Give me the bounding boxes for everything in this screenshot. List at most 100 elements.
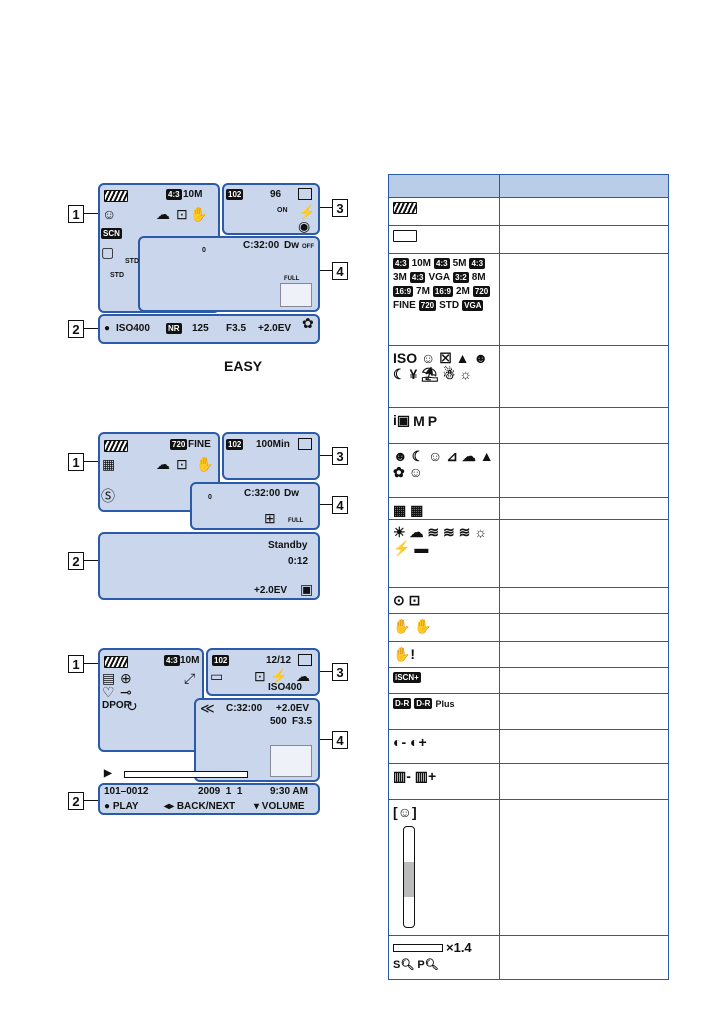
size-prefix: 4:3 <box>166 189 182 200</box>
iauto-icon: i▣ <box>393 412 411 428</box>
recorded-date: 2009 1 1 <box>198 786 243 797</box>
sharpness-icons: ▥- ▥+ <box>393 768 437 784</box>
dro-label: Dw <box>284 240 299 251</box>
favorite-icon: ♡ <box>102 684 115 700</box>
dro-icon: D-R <box>393 698 412 709</box>
legend-row-scene: ISO ☺ ☒ ▲ ☻ ☾ ¥ ⛱ ☃ ☼ <box>388 345 669 408</box>
scene-recognition-icons: ☻ ☾ ☺ ⊿ ☁ ▲ ✿ ☺ <box>393 448 494 480</box>
legend-row-shake: ✋! <box>388 641 669 668</box>
self-timer-label: 0 <box>208 494 212 501</box>
callout-4: 4 <box>332 496 348 514</box>
memory-card-icon <box>298 438 312 450</box>
folder-number: 102 <box>226 439 244 450</box>
folder-number: 102 <box>226 189 244 200</box>
playback-progress-bar <box>124 771 248 778</box>
aperture: F3.5 <box>292 716 313 727</box>
size-vga: VGA <box>428 272 451 283</box>
callout-2: 2 <box>68 320 84 338</box>
callout-3-line <box>320 207 332 208</box>
histogram <box>280 283 312 307</box>
off-label: OFF <box>302 244 314 250</box>
callout-4-line <box>320 270 332 271</box>
legend-row-sharpness: ▥- ▥+ <box>388 763 669 800</box>
quality-label: FINE <box>188 439 211 450</box>
scene-s-icon: Ⓢ <box>101 488 115 504</box>
shutter-speed: 125 <box>192 323 209 334</box>
af-dot-icon: ● <box>104 323 111 334</box>
size-prefix: 4:3 <box>164 655 180 666</box>
flash-on-label: ON <box>277 207 288 214</box>
screen2-panel-4 <box>190 482 320 530</box>
recording-time: C:32:00 <box>243 240 280 251</box>
callout-2: 2 <box>68 792 84 810</box>
scene-icons: ISO ☺ ☒ ▲ ☻ ☾ ¥ ⛱ ☃ ☼ <box>393 350 489 382</box>
dpof-arrows-icon: ≪ <box>200 700 215 716</box>
metering-icons: ⊙ ⊡ <box>393 592 421 608</box>
callout-3-line <box>320 455 332 456</box>
memory-card-icon <box>298 654 312 666</box>
callout-2-line <box>84 800 98 801</box>
quality-prefix: 720 <box>170 439 188 450</box>
focus-frame-icon: ⊞ <box>264 510 276 526</box>
legend-header <box>388 174 669 198</box>
size-std: STD <box>439 300 460 311</box>
histogram <box>270 745 312 777</box>
battery-empty-icon <box>393 230 417 242</box>
size-7m: 7M <box>416 286 430 297</box>
steadyshot-icon: ✋ <box>196 456 214 472</box>
scn-badge: SCN <box>101 228 122 239</box>
screen3-panel-2 <box>98 783 320 815</box>
aperture: F3.5 <box>226 323 247 334</box>
callout-4: 4 <box>332 731 348 749</box>
redeye-icon: ◉ <box>298 218 311 234</box>
self-timer-label: 0 <box>202 247 206 254</box>
recording-time: C:32:00 <box>226 703 263 714</box>
battery-icon <box>104 440 128 452</box>
legend-row-movie: ▦ ▦ <box>388 497 669 520</box>
contrast-std: STD <box>125 258 139 265</box>
folder-icon: ▭ <box>210 668 224 684</box>
nr-badge: NR <box>166 323 182 334</box>
zoom-factor: ×1.4 <box>446 940 472 955</box>
image-size-label: 10M <box>180 655 200 666</box>
metering-spot-icon: ⊡ <box>254 668 266 684</box>
sharpness-std: STD <box>110 272 124 279</box>
easy-label: EASY <box>224 358 263 374</box>
legend-row-scene-recognition: ☻ ☾ ☺ ⊿ ☁ ▲ ✿ ☺ <box>388 443 669 498</box>
size-8m: 8M <box>471 272 486 283</box>
size-10m: 10M <box>411 258 432 269</box>
movie-mode-icon: ▦ <box>102 456 116 472</box>
shutter-speed: 500 <box>270 716 287 727</box>
legend-row-white-balance: ☀ ☁ ≋ ≋ ≋ ☼ ⚡ ▬ <box>388 519 669 588</box>
callout-3: 3 <box>332 663 348 681</box>
smart-zoom-icon: S🔍︎ <box>393 959 415 971</box>
elapsed-time: 0:12 <box>288 556 309 567</box>
screen2-panel-2 <box>98 532 320 600</box>
legend-header-meaning <box>499 174 669 198</box>
person-icon: ☺ <box>102 206 117 222</box>
vga-chip: VGA <box>462 300 484 311</box>
metering-spot-icon: ⊡ <box>176 456 188 472</box>
image-count: 12/12 <box>266 655 292 666</box>
callout-2: 2 <box>68 552 84 570</box>
contrast-icons: ◐- ◐+ <box>393 734 427 750</box>
callout-3: 3 <box>332 199 348 217</box>
dpof-label: DPOF <box>102 700 130 711</box>
mode-m: M <box>413 412 425 429</box>
legend-row-metering: ⊙ ⊡ <box>388 587 669 614</box>
mode-p: P <box>427 412 438 429</box>
full-label: FULL <box>284 276 300 282</box>
callout-3: 3 <box>332 447 348 465</box>
battery-icon <box>104 190 128 202</box>
cloud-icon: ☁ <box>156 456 170 472</box>
callout-3-line <box>320 671 332 672</box>
size-2m: 2M <box>455 286 470 297</box>
play-triangle-icon: ▶ <box>104 768 112 779</box>
zoom-bar-icon <box>393 943 443 952</box>
recorded-clock: 9:30 AM <box>270 786 308 797</box>
memory-card-icon <box>298 188 312 200</box>
dro-label: Dw <box>284 488 299 499</box>
exposure-value: +2.0EV <box>258 323 292 334</box>
